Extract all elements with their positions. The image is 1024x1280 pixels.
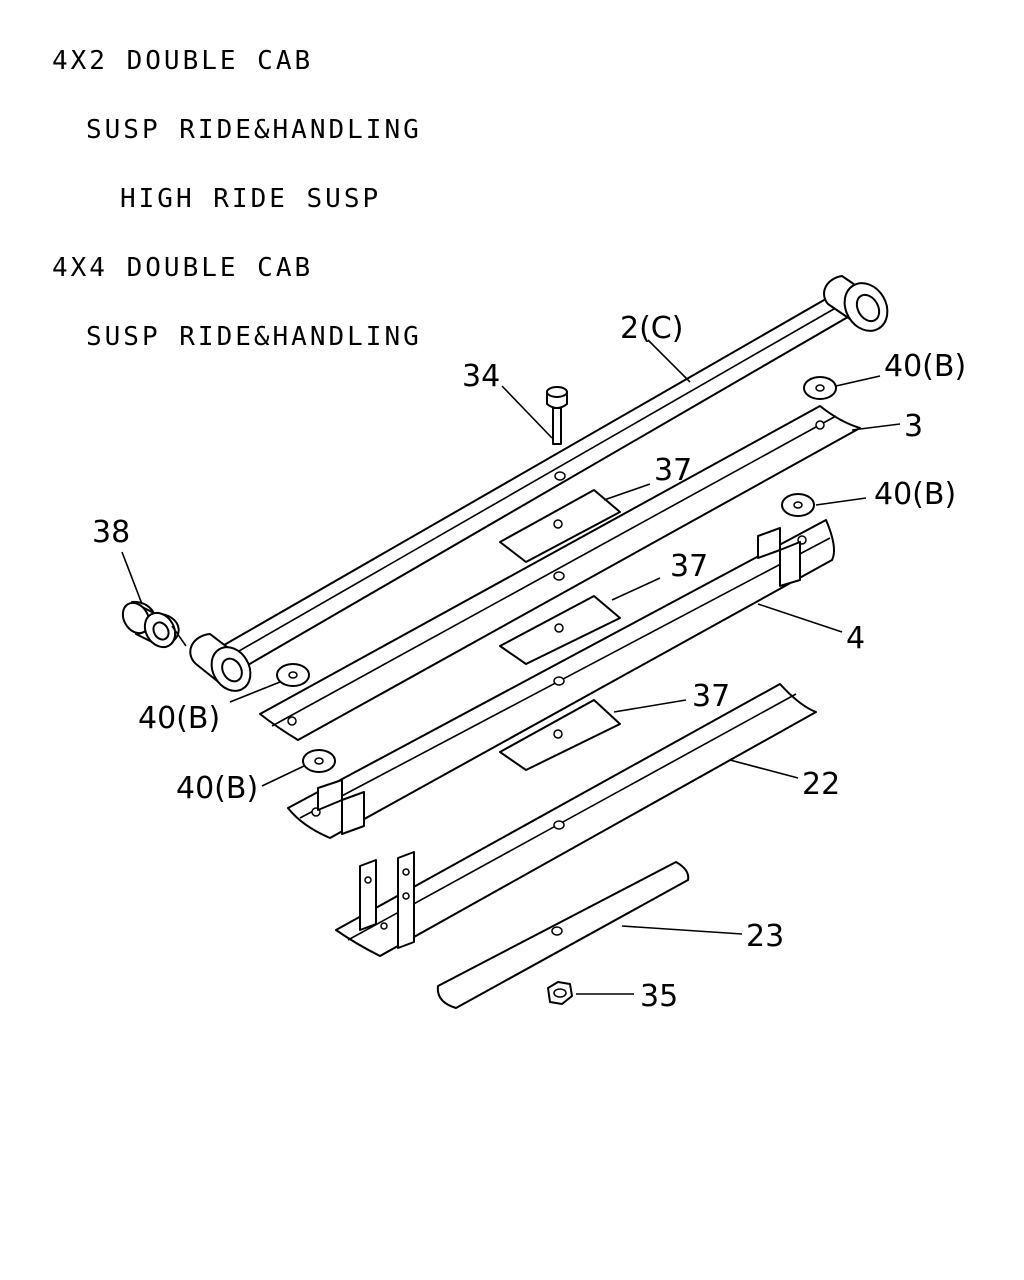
leaf-22 — [335, 683, 817, 957]
washer-40b-left-lower — [302, 749, 336, 773]
leaf-23 — [436, 861, 690, 1009]
callout-washer-mid-right: 40(B) — [874, 477, 956, 512]
center-bolt-34 — [546, 386, 568, 445]
callout-leaf-3: 3 — [904, 409, 923, 444]
callout-labels: 2(C) 34 40(B) 3 37 40(B) 38 37 4 40(B) 3… — [92, 311, 966, 1014]
nut-35 — [547, 981, 573, 1005]
bushing-38 — [121, 600, 180, 649]
leaf-22-front-bracket — [359, 851, 415, 949]
header-line: 4X4 DOUBLE CAB — [52, 253, 314, 283]
washer-40b-mid-right — [781, 493, 815, 517]
washer-40b-top-right — [803, 376, 837, 400]
leaf-4 — [287, 519, 835, 839]
callout-leaf-22: 22 — [802, 767, 840, 802]
callout-leaf-4: 4 — [846, 621, 865, 656]
leaf-4-front-clip — [317, 779, 365, 835]
callout-pad-1: 37 — [654, 453, 692, 488]
callout-washer-left-2: 40(B) — [176, 771, 258, 806]
washer-40b-left-upper — [276, 663, 310, 687]
callout-nut: 35 — [640, 979, 678, 1014]
callout-leaf-23: 23 — [746, 919, 784, 954]
header-line: SUSP RIDE&HANDLING — [86, 115, 422, 145]
callout-pad-2: 37 — [670, 549, 708, 584]
callout-pad-3: 37 — [692, 679, 730, 714]
applicability-header: 4X2 DOUBLE CAB SUSP RIDE&HANDLING HIGH R… — [52, 4, 422, 372]
main-leaf-front-eye — [189, 633, 252, 692]
leaf-3 — [259, 405, 861, 741]
callout-washer-top-right: 40(B) — [884, 349, 966, 384]
main-leaf-2 — [189, 275, 889, 692]
header-line: 4X2 DOUBLE CAB — [52, 46, 314, 76]
header-line: SUSP RIDE&HANDLING — [86, 322, 422, 352]
main-leaf-rear-eye — [823, 275, 889, 332]
callout-center-bolt: 34 — [462, 359, 500, 394]
callout-bushing: 38 — [92, 515, 130, 550]
leaf-4-rear-clip — [757, 527, 801, 587]
leader-lines — [121, 339, 901, 995]
callout-main-leaf: 2(C) — [620, 311, 683, 346]
callout-washer-left-1: 40(B) — [138, 701, 220, 736]
header-line: HIGH RIDE SUSP — [120, 184, 382, 214]
